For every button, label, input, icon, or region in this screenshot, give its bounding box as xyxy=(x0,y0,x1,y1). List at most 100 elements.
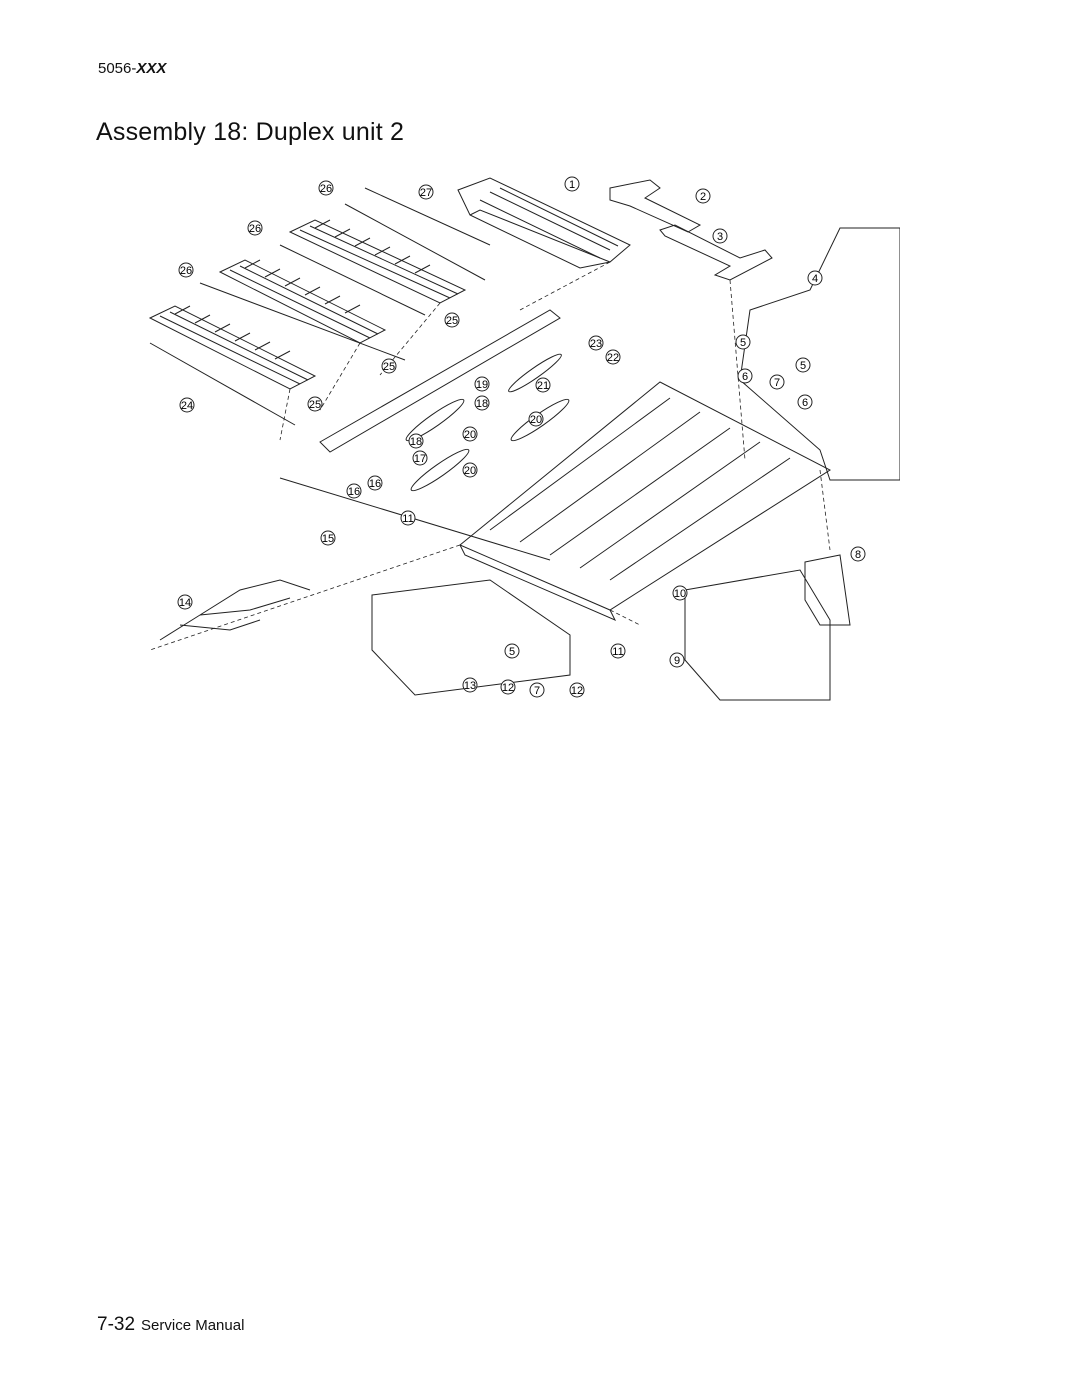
svg-text:26: 26 xyxy=(249,223,261,235)
subassembly-box-right-small xyxy=(804,554,851,626)
callout-20b: 20 xyxy=(462,462,478,478)
svg-text:6: 6 xyxy=(802,397,808,409)
svg-text:5: 5 xyxy=(740,337,746,349)
callout-6a: 6 xyxy=(737,368,753,384)
callout-26b: 26 xyxy=(247,220,263,236)
svg-text:18: 18 xyxy=(410,436,422,448)
callout-2: 2 xyxy=(695,188,711,204)
svg-text:12: 12 xyxy=(571,685,583,697)
svg-text:2: 2 xyxy=(700,191,706,203)
callout-17: 17 xyxy=(412,450,428,466)
svg-text:12: 12 xyxy=(502,682,514,694)
model-prefix: 5056- xyxy=(98,60,137,77)
callout-8: 8 xyxy=(850,546,866,562)
callout-10: 10 xyxy=(672,585,688,601)
callouts: 1 2 3 4 5 5 5 6 6 7 7 8 9 10 11 11 12 12… xyxy=(177,176,866,698)
svg-text:7: 7 xyxy=(774,377,780,389)
svg-text:5: 5 xyxy=(800,360,806,372)
svg-text:25: 25 xyxy=(383,361,395,373)
callout-7b: 7 xyxy=(529,682,545,698)
svg-text:24: 24 xyxy=(181,400,193,412)
svg-text:20: 20 xyxy=(530,414,542,426)
page-title: Assembly 18: Duplex unit 2 xyxy=(96,118,405,146)
upper-guide-plate xyxy=(457,177,631,269)
callout-13: 13 xyxy=(462,677,478,693)
svg-text:20: 20 xyxy=(464,465,476,477)
callout-26c: 26 xyxy=(178,262,194,278)
drive-belts xyxy=(405,353,570,492)
svg-text:27: 27 xyxy=(420,187,432,199)
svg-text:5: 5 xyxy=(509,646,515,658)
svg-text:10: 10 xyxy=(674,588,686,600)
roller-shafts xyxy=(149,187,551,561)
svg-text:11: 11 xyxy=(402,513,413,525)
footer-label: Service Manual xyxy=(141,1317,245,1334)
svg-text:23: 23 xyxy=(590,338,602,350)
svg-text:16: 16 xyxy=(369,478,381,490)
svg-text:21: 21 xyxy=(537,380,549,392)
svg-text:13: 13 xyxy=(464,680,476,692)
wire-harness xyxy=(159,579,311,641)
svg-text:25: 25 xyxy=(446,315,458,327)
callout-25b: 25 xyxy=(381,358,397,374)
callout-12a: 12 xyxy=(500,679,516,695)
svg-text:20: 20 xyxy=(464,429,476,441)
svg-text:15: 15 xyxy=(322,533,334,545)
callout-7a: 7 xyxy=(769,374,785,390)
svg-text:7: 7 xyxy=(534,685,540,697)
dashed-leaders xyxy=(149,261,831,651)
callout-25c: 25 xyxy=(307,396,323,412)
svg-text:26: 26 xyxy=(320,183,332,195)
grid-guide-3 xyxy=(148,305,317,390)
callout-20c: 20 xyxy=(528,411,544,427)
callout-24: 24 xyxy=(179,397,195,413)
exploded-parts-diagram: 1 2 3 4 5 5 5 6 6 7 7 8 9 10 11 11 12 12… xyxy=(148,176,900,701)
model-number: 5056-XXX xyxy=(98,60,166,77)
svg-text:16: 16 xyxy=(348,486,360,498)
callout-9: 9 xyxy=(669,652,685,668)
svg-text:1: 1 xyxy=(569,179,575,191)
callout-18b: 18 xyxy=(474,395,490,411)
callout-4: 4 xyxy=(807,270,823,286)
subassembly-box-right-top xyxy=(739,227,900,481)
callout-21: 21 xyxy=(535,377,551,393)
svg-text:8: 8 xyxy=(855,549,861,561)
callout-23: 23 xyxy=(588,335,604,351)
guide-arm-lower xyxy=(659,224,773,281)
callout-11a: 11 xyxy=(400,510,416,526)
callout-3: 3 xyxy=(712,228,728,244)
svg-text:25: 25 xyxy=(309,399,321,411)
grid-guide-1 xyxy=(288,219,467,304)
callout-5a: 5 xyxy=(735,334,751,350)
callout-6b: 6 xyxy=(797,394,813,410)
callout-26a: 26 xyxy=(318,180,334,196)
subassembly-box-left xyxy=(371,579,571,696)
callout-15: 15 xyxy=(320,530,336,546)
page-footer: 7-32 Service Manual xyxy=(97,1314,244,1336)
svg-text:26: 26 xyxy=(180,265,192,277)
svg-text:19: 19 xyxy=(476,379,488,391)
svg-text:6: 6 xyxy=(742,371,748,383)
guide-arm-top xyxy=(609,179,702,233)
callout-22: 22 xyxy=(605,349,621,365)
svg-text:14: 14 xyxy=(179,597,191,609)
model-suffix: XXX xyxy=(136,60,167,77)
main-frame xyxy=(319,309,832,622)
callout-16b: 16 xyxy=(367,475,383,491)
callout-27: 27 xyxy=(418,184,434,200)
svg-text:9: 9 xyxy=(674,655,680,667)
callout-11b: 11 xyxy=(610,643,626,659)
callout-12b: 12 xyxy=(569,682,585,698)
callout-25a: 25 xyxy=(444,312,460,328)
page-number: 7-32 xyxy=(97,1314,136,1335)
svg-text:22: 22 xyxy=(607,352,619,364)
callout-16a: 16 xyxy=(346,483,362,499)
callout-20a: 20 xyxy=(462,426,478,442)
callout-5b: 5 xyxy=(795,357,811,373)
svg-text:4: 4 xyxy=(812,273,818,285)
svg-text:18: 18 xyxy=(476,398,488,410)
svg-text:17: 17 xyxy=(414,453,426,465)
svg-text:3: 3 xyxy=(717,231,723,243)
svg-text:11: 11 xyxy=(612,646,623,658)
callout-1: 1 xyxy=(564,176,580,192)
